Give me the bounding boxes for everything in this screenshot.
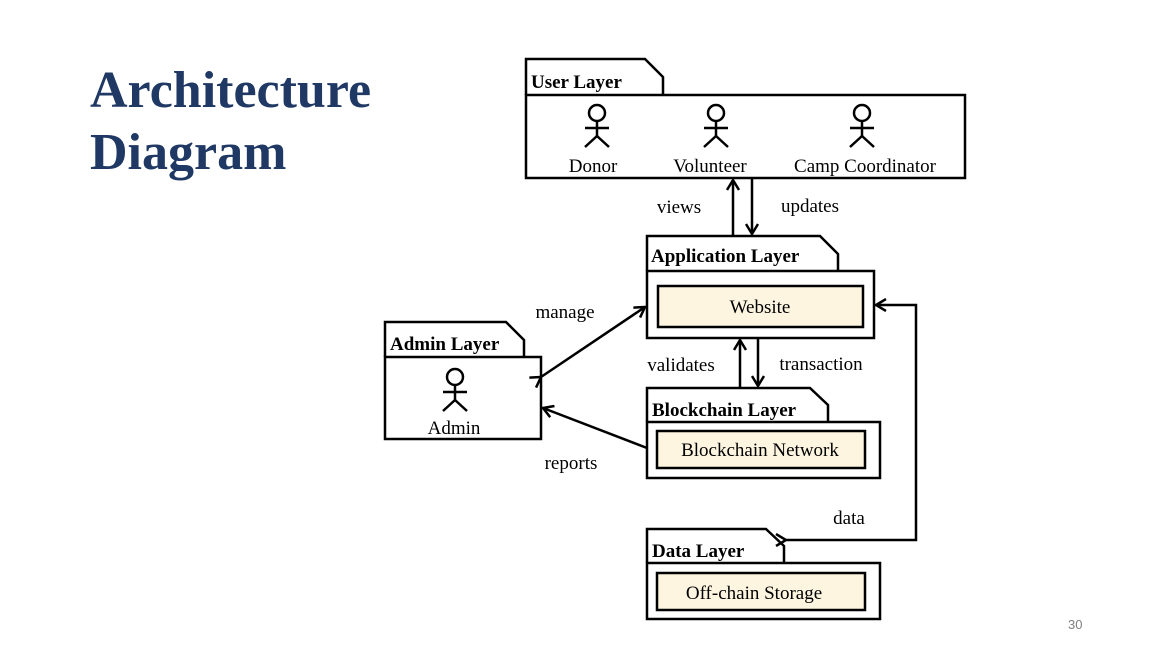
actor-label-donor: Donor xyxy=(569,156,618,177)
data-arrow xyxy=(786,305,918,540)
actor-label-volunteer: Volunteer xyxy=(673,156,747,177)
flow-label-validates: validates xyxy=(647,355,715,376)
title-line-2: Diagram xyxy=(90,124,287,181)
admin-actor-icon xyxy=(442,367,468,412)
page-number: 30 xyxy=(1068,617,1083,632)
application-layer-package: Application Layer Website xyxy=(645,234,876,340)
data-layer-tab xyxy=(645,527,786,563)
user-layer-tab xyxy=(524,57,665,95)
donor-actor-icon xyxy=(584,103,610,148)
flow-label-reports: reports xyxy=(545,453,598,474)
application-layer-label: Application Layer xyxy=(651,246,800,267)
reports-arrow xyxy=(543,408,648,450)
admin-layer-box xyxy=(383,355,543,441)
user-layer-label: User Layer xyxy=(531,72,622,93)
data-layer-package: Data Layer Off-chain Storage xyxy=(645,527,882,621)
flow-label-views: views xyxy=(657,197,701,218)
admin-layer-package: Admin Layer Admin xyxy=(383,320,543,441)
flow-label-updates: updates xyxy=(781,196,839,217)
blockchain-network-label: Blockchain Network xyxy=(681,440,839,461)
flow-label-data: data xyxy=(833,508,865,529)
admin-layer-tab xyxy=(383,320,526,357)
connectors xyxy=(541,178,918,540)
flow-label-transaction: transaction xyxy=(779,354,863,375)
actor-label-camp-coordinator: Camp Coordinator xyxy=(794,156,937,177)
blockchain-layer-package: Blockchain Layer Blockchain Network xyxy=(645,386,882,480)
website-label: Website xyxy=(730,297,791,318)
volunteer-actor-icon xyxy=(703,103,729,148)
admin-layer-label: Admin Layer xyxy=(390,334,500,355)
application-layer-tab xyxy=(645,234,840,271)
actor-label-admin: Admin xyxy=(428,418,481,439)
flow-label-manage: manage xyxy=(535,302,594,323)
user-layer-package: User Layer Donor Volunteer Camp Coordina… xyxy=(524,57,967,180)
camp-coordinator-actor-icon xyxy=(849,103,875,148)
manage-arrow xyxy=(541,307,645,377)
offchain-storage-label: Off-chain Storage xyxy=(686,583,822,604)
offchain-storage-component xyxy=(655,571,867,612)
title-line-1: Architecture xyxy=(90,62,372,119)
data-layer-label: Data Layer xyxy=(652,541,745,562)
slide-title: Architecture Diagram xyxy=(90,60,371,184)
blockchain-layer-label: Blockchain Layer xyxy=(652,400,797,421)
